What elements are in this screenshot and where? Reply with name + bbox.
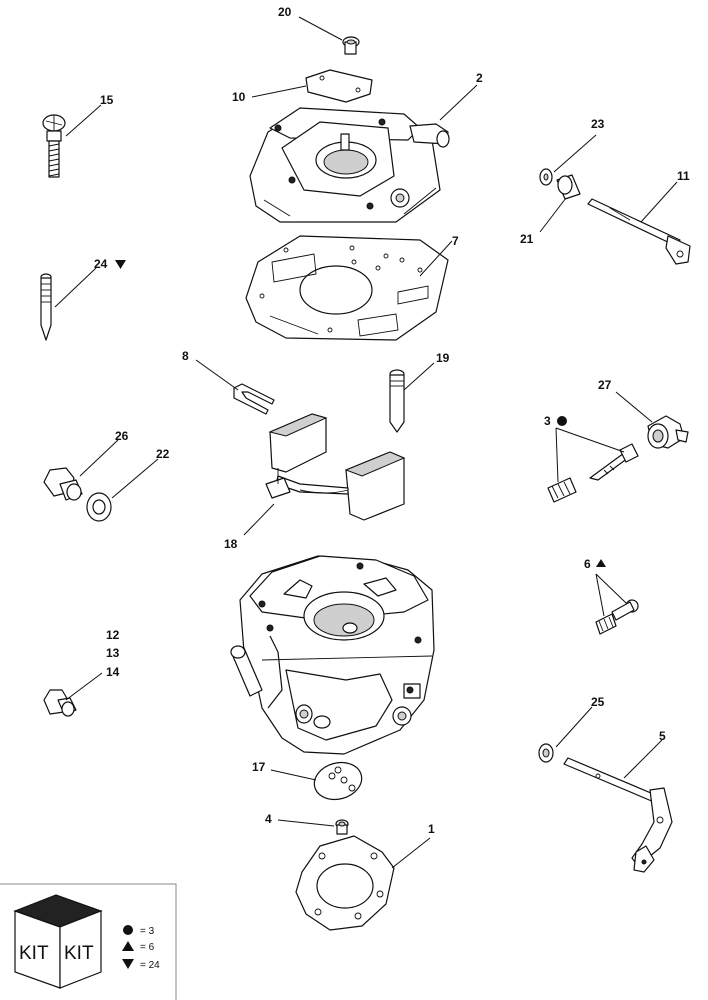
part-25-washer bbox=[538, 743, 554, 763]
part-11-shaft bbox=[587, 198, 691, 265]
part-10-gasket bbox=[305, 69, 373, 103]
kit-box-label-right: KIT bbox=[64, 943, 94, 964]
callout-3: 3 bbox=[544, 414, 551, 428]
part-27-cap bbox=[647, 415, 689, 449]
callout-7: 7 bbox=[452, 234, 459, 248]
part-19-inlet-needle bbox=[389, 369, 405, 433]
part-17-throttle-plate bbox=[313, 761, 363, 801]
part-3-adjusting-screw bbox=[547, 443, 639, 503]
callout-22: 22 bbox=[156, 447, 170, 461]
part-23-washer bbox=[539, 168, 553, 186]
callout-6: 6 bbox=[584, 557, 591, 571]
part-26-plug bbox=[43, 467, 83, 501]
callout-27: 27 bbox=[598, 378, 612, 392]
callout-21: 21 bbox=[520, 232, 534, 246]
kit-marker-triangle-down bbox=[115, 260, 126, 269]
kit-box-label-left: KIT bbox=[19, 943, 49, 964]
callout-19: 19 bbox=[436, 351, 450, 365]
part-7-gasket bbox=[245, 235, 449, 341]
legend-circle-icon bbox=[123, 925, 133, 935]
part-5-throttle-shaft bbox=[563, 757, 673, 873]
part-8-hinge-pin bbox=[233, 383, 275, 415]
legend-entry-circle: = 3 bbox=[140, 926, 155, 937]
part-20-screw bbox=[342, 36, 360, 55]
callout-20: 20 bbox=[278, 5, 292, 19]
callout-1: 1 bbox=[428, 822, 435, 836]
legend-triangle-down-icon bbox=[122, 959, 134, 969]
kit-marker-triangle-up bbox=[596, 559, 606, 567]
callout-15: 15 bbox=[100, 93, 114, 107]
callout-24: 24 bbox=[94, 257, 108, 271]
callout-14: 14 bbox=[106, 665, 120, 679]
carburetor-body bbox=[230, 555, 435, 755]
legend-triangle-up-icon bbox=[122, 941, 134, 951]
part-2-air-horn bbox=[249, 107, 450, 223]
callout-17: 17 bbox=[252, 760, 266, 774]
legend-entry-triangle-down: = 24 bbox=[140, 960, 160, 971]
kit-box-icon bbox=[13, 894, 103, 989]
callout-18: 18 bbox=[224, 537, 238, 551]
part-15-screw bbox=[42, 114, 66, 178]
callout-5: 5 bbox=[659, 729, 666, 743]
callout-26: 26 bbox=[115, 429, 129, 443]
part-6-idle-screw bbox=[595, 599, 639, 635]
part-12-13-14-plug bbox=[43, 689, 77, 717]
callout-12: 12 bbox=[106, 628, 120, 642]
callout-8: 8 bbox=[182, 349, 189, 363]
part-24-pin bbox=[40, 273, 52, 341]
callout-23: 23 bbox=[591, 117, 605, 131]
callout-11: 11 bbox=[677, 169, 690, 183]
part-18-float bbox=[265, 413, 406, 521]
callout-10: 10 bbox=[232, 90, 246, 104]
part-21-bushing bbox=[556, 174, 581, 200]
legend-entry-triangle-up: = 6 bbox=[140, 942, 155, 953]
callout-4: 4 bbox=[265, 812, 272, 826]
callout-13: 13 bbox=[106, 646, 120, 660]
part-1-flange-gasket bbox=[295, 835, 395, 931]
kit-marker-circle bbox=[557, 416, 567, 426]
part-4-screw bbox=[335, 819, 349, 835]
part-22-washer bbox=[86, 492, 112, 522]
callout-2: 2 bbox=[476, 71, 483, 85]
callout-25: 25 bbox=[591, 695, 605, 709]
kit-legend: KIT KIT = 3 = 6 = 24 bbox=[0, 883, 177, 1000]
